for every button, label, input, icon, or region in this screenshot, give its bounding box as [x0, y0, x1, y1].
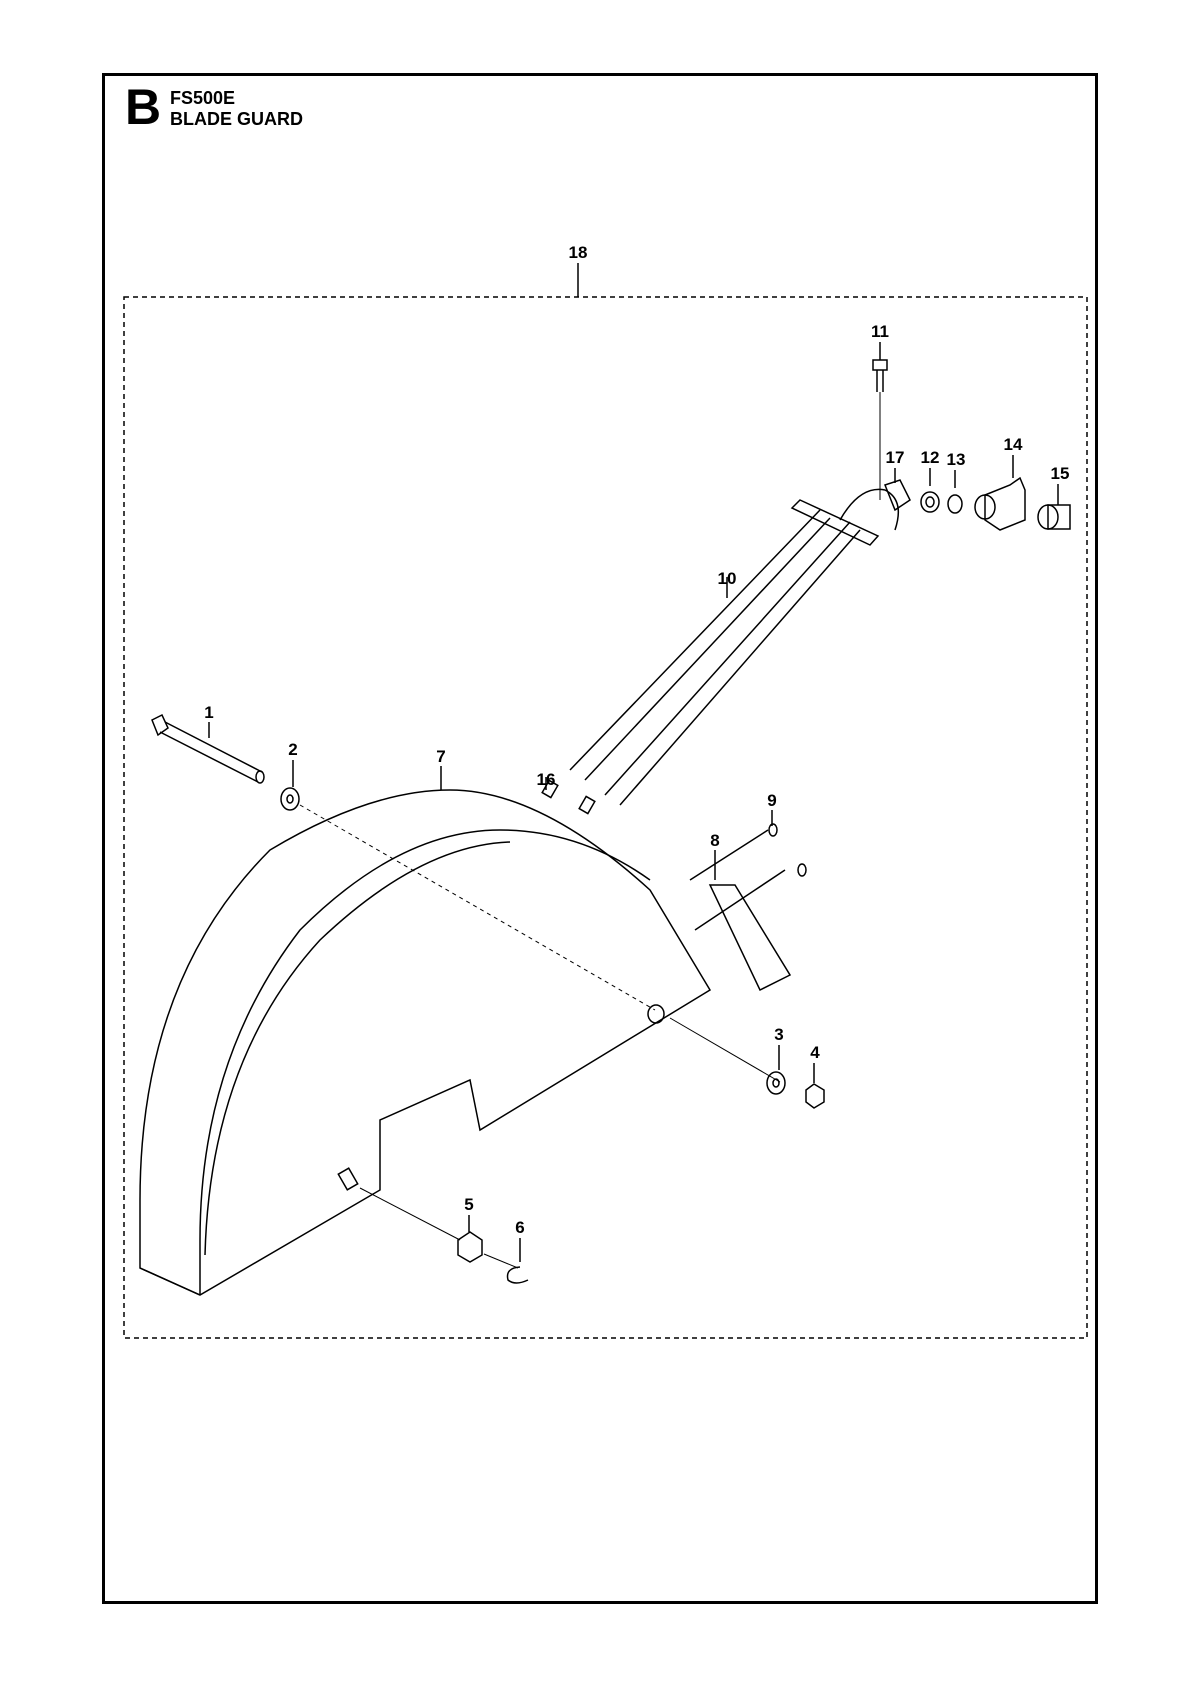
callout-15: 15	[1051, 464, 1070, 483]
callout-4: 4	[810, 1043, 820, 1062]
clip-6	[483, 1238, 529, 1284]
section-letter: B	[125, 79, 162, 135]
section-title: BLADE GUARD	[170, 109, 303, 129]
callout-13: 13	[947, 450, 966, 469]
callout-17: 17	[886, 448, 905, 467]
callout-18: 18	[569, 243, 588, 262]
plate-8	[708, 850, 792, 992]
callout-11: 11	[871, 322, 889, 341]
water-tube	[569, 488, 900, 806]
pin	[337, 1167, 461, 1241]
washer-13	[947, 470, 963, 514]
callout-8: 8	[710, 831, 719, 850]
callout-2: 2	[288, 740, 297, 759]
callout-16: 16	[537, 770, 556, 789]
fitting-16	[541, 777, 596, 815]
assembly-boundary	[123, 296, 1088, 1339]
bolt-11	[872, 342, 888, 500]
nut-5	[457, 1215, 483, 1263]
page-frame	[102, 73, 1098, 1604]
model-code: FS500E	[170, 88, 236, 108]
callout-14: 14	[1004, 435, 1023, 454]
callout-3: 3	[774, 1025, 783, 1044]
nut-4	[805, 1063, 825, 1109]
callout-7: 7	[436, 747, 445, 766]
callout-9: 9	[767, 791, 776, 810]
coupling-15	[1037, 484, 1071, 530]
nipple-17	[884, 468, 911, 512]
washer-2	[280, 760, 300, 811]
callout-5: 5	[464, 1195, 473, 1214]
rivet-9	[689, 810, 807, 931]
washer-3	[766, 1045, 786, 1095]
screw-1	[151, 713, 265, 784]
callout-1: 1	[204, 703, 213, 722]
callout-6: 6	[515, 1218, 524, 1237]
seal-12	[920, 468, 940, 513]
valve-14	[974, 455, 1026, 531]
bushing	[647, 1004, 665, 1024]
callout-12: 12	[921, 448, 940, 467]
blade-guard-shell	[139, 766, 712, 1296]
callout-10: 10	[718, 569, 737, 588]
